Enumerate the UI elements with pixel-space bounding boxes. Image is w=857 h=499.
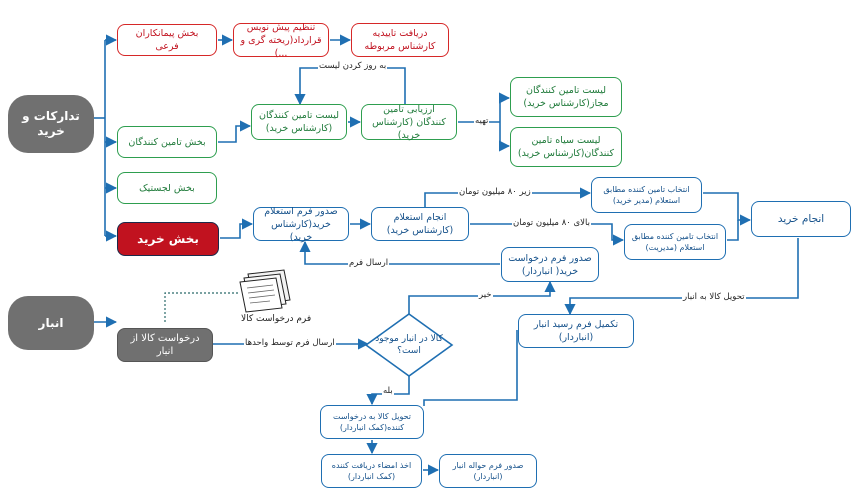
issue-remittance-box: صدور فرم حواله انبار (انباردار) bbox=[439, 454, 537, 488]
branch-suppliers: بخش تامین کنندگان bbox=[117, 126, 217, 158]
root-warehouse-label: انبار bbox=[38, 315, 64, 330]
yes-label: بله bbox=[382, 386, 394, 396]
signature-box: اخذ امضاء دریافت کننده (کمک انباردار) bbox=[321, 454, 422, 488]
deliver-to-warehouse-label: تحویل کالا به انبار bbox=[682, 292, 746, 302]
select-supplier-management-box: انتخاب تامین کننده مطابق استعلام (مدیریت… bbox=[624, 224, 726, 260]
inquiry-form-box: صدور فرم استعلام خرید(کارشناس خرید) bbox=[253, 206, 349, 243]
send-form-label: ارسال فرم bbox=[348, 258, 390, 268]
no-label: خیر bbox=[478, 290, 493, 300]
select-supplier-manager-box: انتخاب تامین کننده مطابق استعلام (مدیر خ… bbox=[591, 177, 702, 213]
inquiry-box: انجام استعلام (کارشناس خرید) bbox=[371, 207, 469, 241]
evaluate-suppliers-box: ارزیابی تامین کنندگان (کارشناس خرید) bbox=[361, 104, 457, 141]
root-procurement-label: تدارکات و خرید bbox=[22, 109, 80, 138]
decision-label: کالا در انبار موجود است؟ bbox=[375, 334, 443, 356]
decision-diamond bbox=[364, 313, 454, 377]
goods-request-box: درخواست کالا از انبار bbox=[117, 328, 213, 362]
blacklist-box: لیست سیاه تامین کنندگان(کارشناس خرید) bbox=[510, 127, 622, 167]
update-list-label: به روز کردن لیست bbox=[318, 61, 388, 71]
branch-subcontractors: بخش پیمانکاران فرعی bbox=[117, 24, 217, 56]
complete-receipt-box: تکمیل فرم رسید انبار (انباردار) bbox=[518, 314, 634, 348]
do-purchase-box: انجام خرید bbox=[751, 201, 851, 237]
document-stack-icon bbox=[239, 269, 291, 313]
branch-logistics: بخش لجستیک bbox=[117, 172, 217, 204]
under-80m-label: زیر ۸۰ میلیون تومان bbox=[458, 187, 532, 197]
approval-box: دریافت تاییدیه کارشناس مربوطه bbox=[351, 23, 449, 57]
root-warehouse: انبار bbox=[8, 296, 94, 350]
prepare-label: تهیه bbox=[474, 116, 490, 126]
purchase-request-form-box: صدور فرم درخواست خرید( انباردار) bbox=[501, 247, 599, 282]
suppliers-list-box: لیست تامین کنندگان (کارشناس خرید) bbox=[251, 104, 347, 140]
deliver-to-requester-box: تحویل کالا به درخواست کننده(کمک انباردار… bbox=[320, 405, 424, 439]
root-procurement: تدارکات و خرید bbox=[8, 95, 94, 153]
approved-suppliers-box: لیست تامین کنندگان مجاز(کارشناس خرید) bbox=[510, 77, 622, 117]
over-80m-label: بالای ۸۰ میلیون تومان bbox=[512, 218, 591, 228]
send-by-units-label: ارسال فرم توسط واحدها bbox=[244, 338, 336, 348]
branch-purchase: بخش خرید bbox=[117, 222, 219, 256]
draft-contract-box: تنظیم پیش نویس قرارداد(ریخته گری و ...) bbox=[233, 22, 329, 59]
goods-request-form-label: فرم درخواست کالا bbox=[240, 314, 313, 324]
